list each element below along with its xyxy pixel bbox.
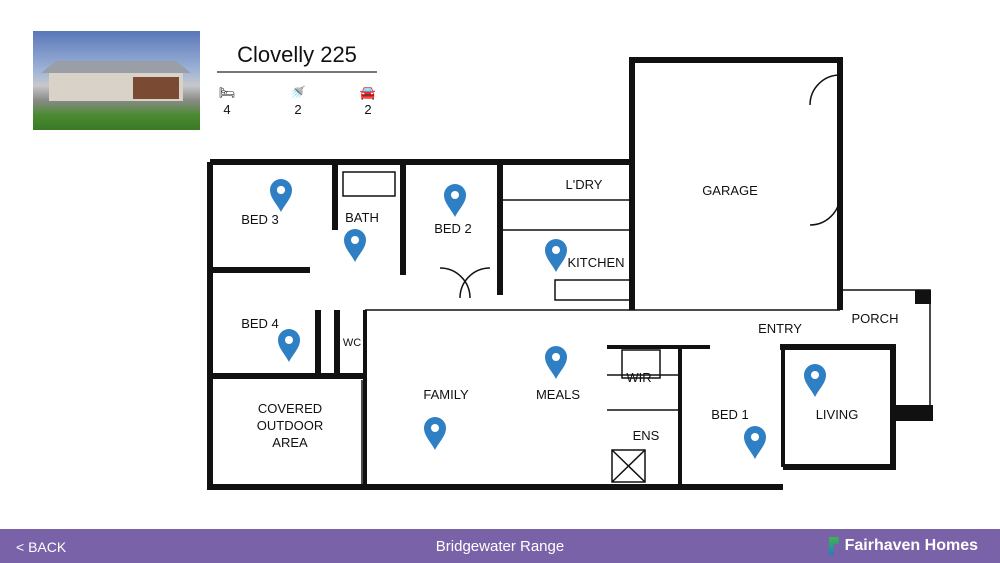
location-pin-icon[interactable] — [744, 426, 766, 459]
brand-logo-icon — [828, 537, 839, 555]
house-photo — [33, 31, 200, 130]
range-title: Bridgewater Range — [435, 538, 565, 555]
room-family: FAMILY — [423, 387, 469, 402]
room-bath: BATH — [345, 210, 379, 225]
location-pin-icon[interactable] — [270, 179, 292, 212]
back-button[interactable]: < BACK — [16, 539, 67, 555]
location-pin-icon[interactable] — [545, 239, 567, 272]
room-laundry: L'DRY — [566, 177, 603, 192]
room-wir: WIR — [626, 370, 651, 385]
bedrooms-count: 4 — [223, 102, 231, 117]
bedrooms-stat: 🛏4 — [215, 84, 239, 117]
footer-bar: < BACK Bridgewater Range Fairhaven Homes — [0, 529, 1000, 563]
room-meals: MEALS — [536, 387, 580, 402]
floor-plan: BED 3 BATH BED 2 L'DRY KITCHEN GARAGE BE… — [207, 57, 933, 490]
room-covered-line2: OUTDOOR — [257, 418, 323, 433]
room-kitchen: KITCHEN — [567, 255, 624, 270]
room-bed1: BED 1 — [711, 407, 749, 422]
page-title: Clovelly 225 — [237, 42, 357, 67]
room-ensuite: ENS — [633, 428, 660, 443]
location-pin-icon[interactable] — [804, 364, 826, 397]
car-icon: 🚘 — [359, 85, 377, 100]
room-porch: PORCH — [852, 311, 899, 326]
room-entry: ENTRY — [758, 321, 802, 336]
room-covered-line1: COVERED — [258, 401, 322, 416]
room-bed3: BED 3 — [241, 212, 279, 227]
location-pin-icon[interactable] — [278, 329, 300, 362]
room-wc: WC — [343, 337, 361, 349]
bathrooms-count: 2 — [294, 102, 302, 117]
location-pin-icon[interactable] — [424, 417, 446, 450]
brand-name: Fairhaven Homes — [844, 537, 978, 555]
room-garage: GARAGE — [702, 183, 758, 198]
garage-stat: 🚘2 — [356, 84, 380, 117]
garage-count: 2 — [364, 102, 372, 117]
shower-icon: 🚿 — [289, 85, 307, 100]
room-covered-line3: AREA — [272, 435, 308, 450]
bed-icon: 🛏 — [218, 85, 236, 100]
room-bed2: BED 2 — [434, 221, 472, 236]
room-bed4: BED 4 — [241, 316, 279, 331]
brand-logo: Fairhaven Homes — [828, 537, 978, 555]
title-divider — [217, 71, 377, 73]
location-pin-icon[interactable] — [344, 229, 366, 262]
location-pin-icon[interactable] — [545, 346, 567, 379]
room-living: LIVING — [816, 407, 859, 422]
bathrooms-stat: 🚿2 — [286, 84, 310, 117]
location-pin-icon[interactable] — [444, 184, 466, 217]
